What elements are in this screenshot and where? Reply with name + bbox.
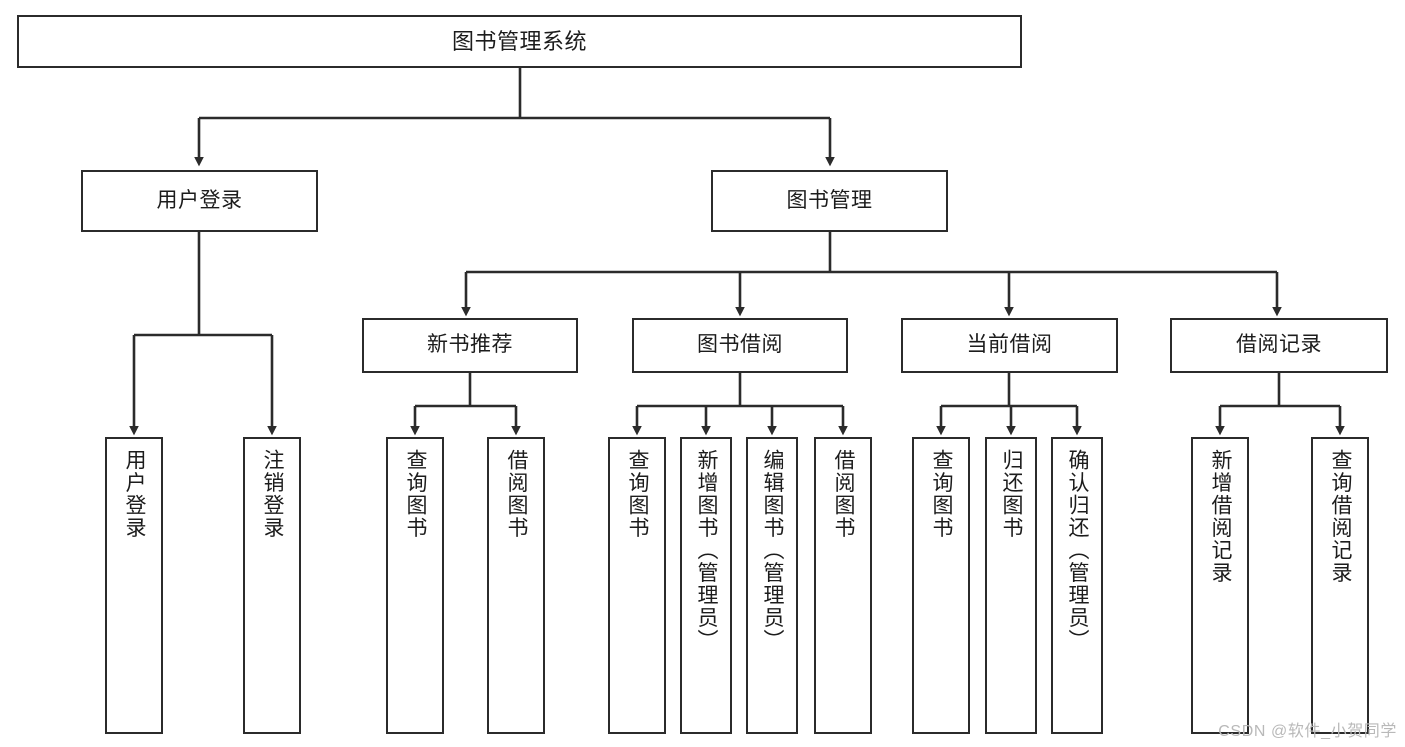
node-leaf-borrow-book-label: 借阅图书 <box>832 449 856 539</box>
node-leaf-add-record[interactable]: 新增借阅记录 <box>1191 437 1249 734</box>
node-new-book-rec[interactable]: 新书推荐 <box>362 318 578 373</box>
node-root[interactable]: 图书管理系统 <box>17 15 1022 68</box>
node-leaf-query-book-current[interactable]: 查询图书 <box>912 437 970 734</box>
node-leaf-confirm-return[interactable]: 确认归还（管理员） <box>1051 437 1103 734</box>
node-user-login[interactable]: 用户登录 <box>81 170 318 232</box>
node-leaf-confirm-return-label: 确认归还（管理员） <box>1066 449 1090 652</box>
node-user-login-label: 用户登录 <box>156 188 243 212</box>
node-leaf-user-login[interactable]: 用户登录 <box>105 437 163 734</box>
node-leaf-query-book-rec-label: 查询图书 <box>404 449 428 539</box>
node-leaf-return-book[interactable]: 归还图书 <box>985 437 1037 734</box>
node-leaf-query-record-label: 查询借阅记录 <box>1329 449 1353 584</box>
node-leaf-edit-book-label: 编辑图书（管理员） <box>761 449 785 652</box>
node-leaf-query-book-borrow[interactable]: 查询图书 <box>608 437 666 734</box>
node-new-book-rec-label: 新书推荐 <box>427 333 513 357</box>
node-current-borrow-label: 当前借阅 <box>966 333 1053 357</box>
node-book-borrow[interactable]: 图书借阅 <box>632 318 848 373</box>
csdn-watermark: CSDN @软件_小贺同学 <box>1218 723 1397 740</box>
node-leaf-logout-label: 注销登录 <box>261 449 285 539</box>
node-leaf-logout[interactable]: 注销登录 <box>243 437 301 734</box>
node-current-borrow[interactable]: 当前借阅 <box>901 318 1118 373</box>
node-leaf-query-book-current-label: 查询图书 <box>930 449 954 539</box>
node-leaf-add-record-label: 新增借阅记录 <box>1209 449 1233 584</box>
node-book-manage-label: 图书管理 <box>786 188 873 212</box>
node-leaf-user-login-label: 用户登录 <box>123 449 147 539</box>
node-leaf-add-book-label: 新增图书（管理员） <box>695 449 719 652</box>
node-leaf-query-record[interactable]: 查询借阅记录 <box>1311 437 1369 734</box>
node-root-label: 图书管理系统 <box>451 28 587 54</box>
node-leaf-borrow-book-rec-label: 借阅图书 <box>505 449 529 539</box>
node-leaf-return-book-label: 归还图书 <box>1000 449 1024 539</box>
node-book-manage[interactable]: 图书管理 <box>711 170 948 232</box>
node-leaf-edit-book[interactable]: 编辑图书（管理员） <box>746 437 798 734</box>
node-book-borrow-label: 图书借阅 <box>697 333 783 357</box>
node-leaf-query-book-rec[interactable]: 查询图书 <box>386 437 444 734</box>
node-borrow-record-label: 借阅记录 <box>1236 333 1322 357</box>
node-leaf-query-book-borrow-label: 查询图书 <box>626 449 650 539</box>
node-leaf-borrow-book[interactable]: 借阅图书 <box>814 437 872 734</box>
node-borrow-record[interactable]: 借阅记录 <box>1170 318 1388 373</box>
node-leaf-add-book[interactable]: 新增图书（管理员） <box>680 437 732 734</box>
node-leaf-borrow-book-rec[interactable]: 借阅图书 <box>487 437 545 734</box>
